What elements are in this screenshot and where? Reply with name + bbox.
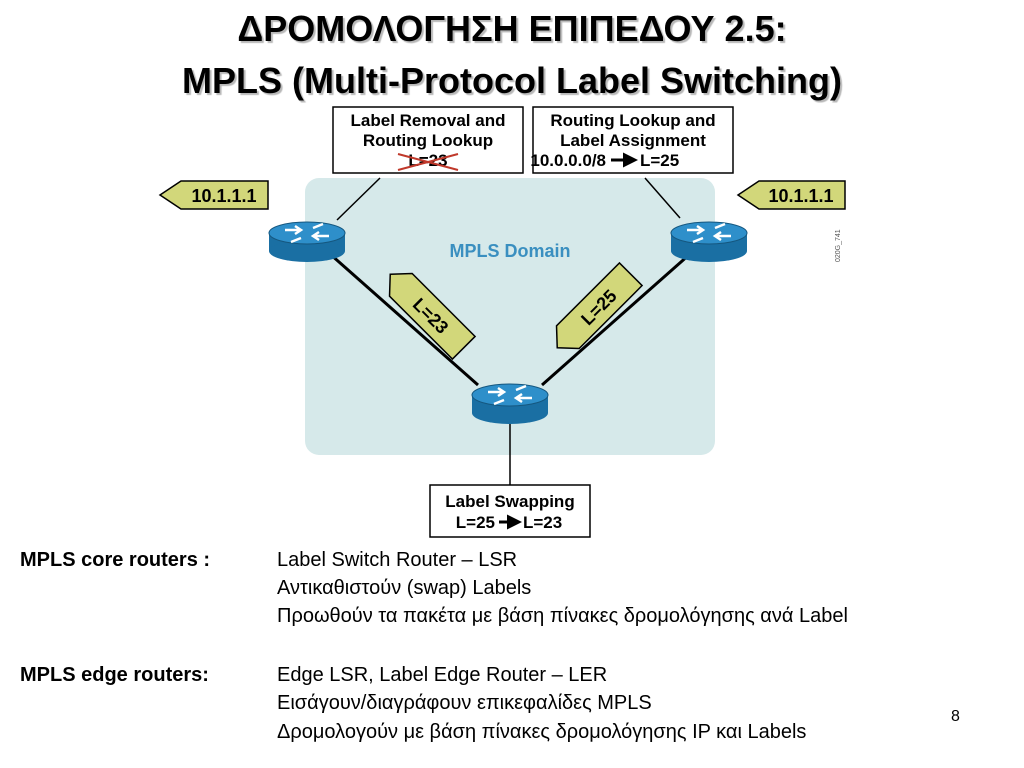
edge-routers-line: Edge LSR, Label Edge Router – LER (277, 664, 608, 686)
figure-code: 020G_741 (835, 229, 842, 262)
router-icon (670, 221, 748, 262)
route-text: 10.0.0.0/8 (530, 151, 606, 170)
core-routers-line: Label Switch Router – LSR (277, 549, 518, 571)
link-left-core (329, 252, 479, 387)
removed-label-text: L=23 (408, 151, 447, 170)
core-routers-line: Προωθούν τα πακέτα με βάση πίνακες δρομο… (277, 605, 848, 627)
label-swapping-box: Label Swapping L=25 L=23 (429, 484, 591, 538)
left-box-connector (336, 177, 381, 221)
right-box-connector (644, 177, 681, 219)
label-removal-line2: Routing Lookup (363, 131, 493, 150)
edge-routers-term: MPLS edge routers: (20, 664, 209, 686)
assigned-label-text: L=25 (640, 151, 679, 170)
label-assignment-box: Routing Lookup and Label Assignment 10.0… (530, 106, 734, 174)
core-routers-line: Αντικαθιστούν (swap) Labels (277, 577, 532, 599)
link-right-core (541, 252, 691, 387)
core-routers-term: MPLS core routers : (20, 549, 211, 571)
edge-routers-line: Δρομολογούν με βάση πίνακες δρομολόγησης… (277, 721, 807, 743)
mpls-domain-area (305, 178, 715, 455)
mpls-domain-label: MPLS Domain (449, 241, 570, 261)
mpls-diagram: MPLS Domain Label Removal and Routing Lo… (158, 106, 846, 538)
label-assignment-line2: Label Assignment (560, 131, 706, 150)
swap-from-label: L=25 (456, 513, 495, 532)
swap-to-label: L=23 (523, 513, 562, 532)
packet-left-address: 10.1.1.1 (191, 186, 256, 206)
slide-number: 8 (951, 708, 960, 725)
strike-mark (397, 153, 459, 171)
edge-routers-line: Εισάγουν/διαγράφουν επικεφαλίδες MPLS (277, 692, 652, 714)
slide-title-line1: ΔΡΟΜΟΛΟΓΗΣΗ ΕΠΙΠΕΔΟΥ 2.5: (237, 8, 787, 49)
packet-right: 10.1.1.1 (736, 180, 846, 210)
label-assignment-line1: Routing Lookup and (550, 111, 715, 130)
router-icon (268, 221, 346, 262)
slide-title-line2: MPLS (Multi-Protocol Label Switching) (182, 60, 842, 101)
packet-left: 10.1.1.1 (158, 180, 269, 210)
packet-right-address: 10.1.1.1 (768, 186, 833, 206)
label-removal-line1: Label Removal and (351, 111, 506, 130)
label-removal-box: Label Removal and Routing Lookup L=23 (332, 106, 524, 174)
label-swapping-line1: Label Swapping (445, 492, 574, 511)
router-icon (471, 383, 549, 424)
